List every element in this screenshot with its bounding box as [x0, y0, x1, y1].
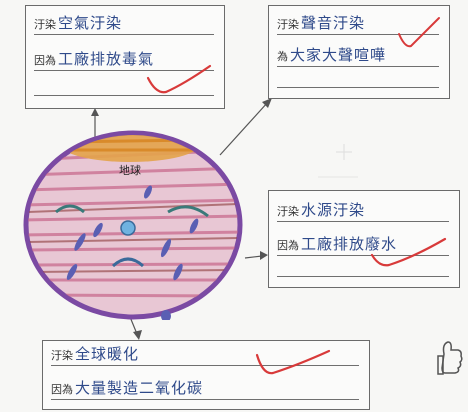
globe-caption: 地球 [119, 163, 141, 177]
blank-line [34, 94, 214, 96]
pollution-label: 汙染 [51, 349, 73, 362]
reason-label: 為 [277, 50, 288, 63]
pollution-type-value: 空氣汙染 [58, 14, 123, 32]
reason-row: 為大家大聲喧嘩 [277, 46, 439, 67]
water-pollution-card: 汙染水源汙染 因為工廠排放廢水 [268, 190, 460, 288]
air-pollution-card: 汙染空氣汙染 因為工廠排放毒氣 [25, 5, 225, 109]
reason-label: 因為 [277, 239, 299, 252]
reason-value: 工廠排放毒氣 [58, 50, 155, 68]
global-warming-card: 汙染全球暖化 因為大量製造二氧化碳 [42, 340, 370, 410]
check-mark-icon [255, 349, 331, 375]
blank-line [277, 86, 439, 88]
thumbs-up-icon [437, 341, 463, 375]
noise-pollution-card: 汙染聲音汙染 為大家大聲喧嘩 [268, 5, 450, 99]
reason-label: 因為 [51, 383, 73, 396]
reason-label: 因為 [34, 54, 56, 67]
pollution-type-row: 汙染全球暖化 [51, 345, 359, 366]
reason-value: 大家大聲喧嘩 [290, 46, 387, 64]
reason-row: 因為大量製造二氧化碳 [51, 379, 359, 400]
reason-value: 大量製造二氧化碳 [75, 379, 204, 397]
pollution-type-row: 汙染水源汙染 [277, 201, 449, 222]
pollution-type-value: 聲音汙染 [301, 14, 366, 32]
pollution-type-row: 汙染聲音汙染 [277, 14, 439, 35]
pollution-label: 汙染 [277, 18, 299, 31]
blank-line [277, 275, 449, 277]
pollution-label: 汙染 [34, 18, 56, 31]
reason-value: 工廠排放廢水 [301, 235, 398, 253]
pollution-type-value: 全球暖化 [75, 345, 140, 363]
crying-earth-drawing: 地球 [23, 130, 243, 320]
pollution-type-row: 汙染空氣汙染 [34, 14, 214, 35]
check-mark-icon [146, 64, 212, 94]
pollution-label: 汙染 [277, 205, 299, 218]
check-mark-icon [398, 17, 440, 48]
check-mark-icon [370, 237, 447, 267]
pollution-type-value: 水源汙染 [301, 201, 366, 219]
reason-row: 因為工廠排放廢水 [277, 235, 449, 256]
reason-row: 因為工廠排放毒氣 [34, 50, 214, 71]
